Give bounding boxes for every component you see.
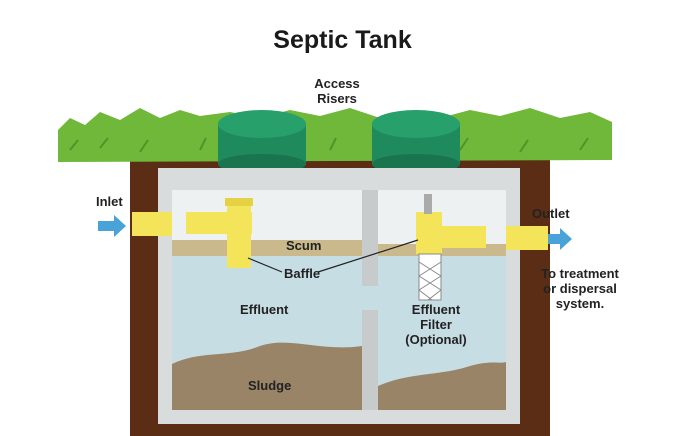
baffle-pointer-right: [317, 239, 419, 273]
access-riser-right: [372, 110, 460, 174]
partition-opening: [362, 286, 378, 310]
baffle-pointer-left: [247, 257, 283, 273]
destination-label: To treatment or dispersal system.: [532, 266, 628, 311]
access-risers-label: Access Risers: [312, 76, 362, 106]
access-risers-line2: Risers: [317, 91, 357, 106]
scum-label: Scum: [286, 238, 322, 253]
outlet-pipe: [506, 226, 548, 250]
sludge-layer-right: [378, 362, 506, 410]
destination-line1: To treatment: [541, 266, 619, 281]
scum-layer: [172, 240, 362, 256]
inlet-baffle-cap: [225, 198, 253, 206]
effluent-filter-line3: (Optional): [405, 332, 467, 347]
access-riser-left: [218, 110, 306, 174]
grass-layer: [58, 108, 612, 162]
inlet-baffle-vertical: [227, 198, 251, 268]
arrow-right-icon: [98, 215, 126, 237]
effluent-filter: [418, 253, 442, 301]
outlet-label: Outlet: [532, 206, 570, 221]
inlet-pipe: [132, 212, 172, 236]
destination-line2: or dispersal: [543, 281, 617, 296]
access-risers-line1: Access: [314, 76, 360, 91]
arrow-right-icon: [548, 228, 572, 250]
effluent-filter-line2: Filter: [420, 317, 452, 332]
outlet-baffle-vertical: [416, 212, 442, 254]
inlet-label: Inlet: [96, 194, 123, 209]
sludge-label: Sludge: [248, 378, 292, 393]
effluent-filter-label: Effluent Filter (Optional): [396, 302, 476, 347]
effluent-label: Effluent: [240, 302, 289, 317]
destination-line3: system.: [555, 296, 605, 311]
effluent-filter-line1: Effluent: [411, 302, 461, 317]
diagram-title: Septic Tank: [273, 26, 412, 54]
sludge-layer-left: [172, 342, 362, 410]
baffle-label: Baffle: [284, 266, 321, 281]
filter-handle: [424, 194, 432, 214]
